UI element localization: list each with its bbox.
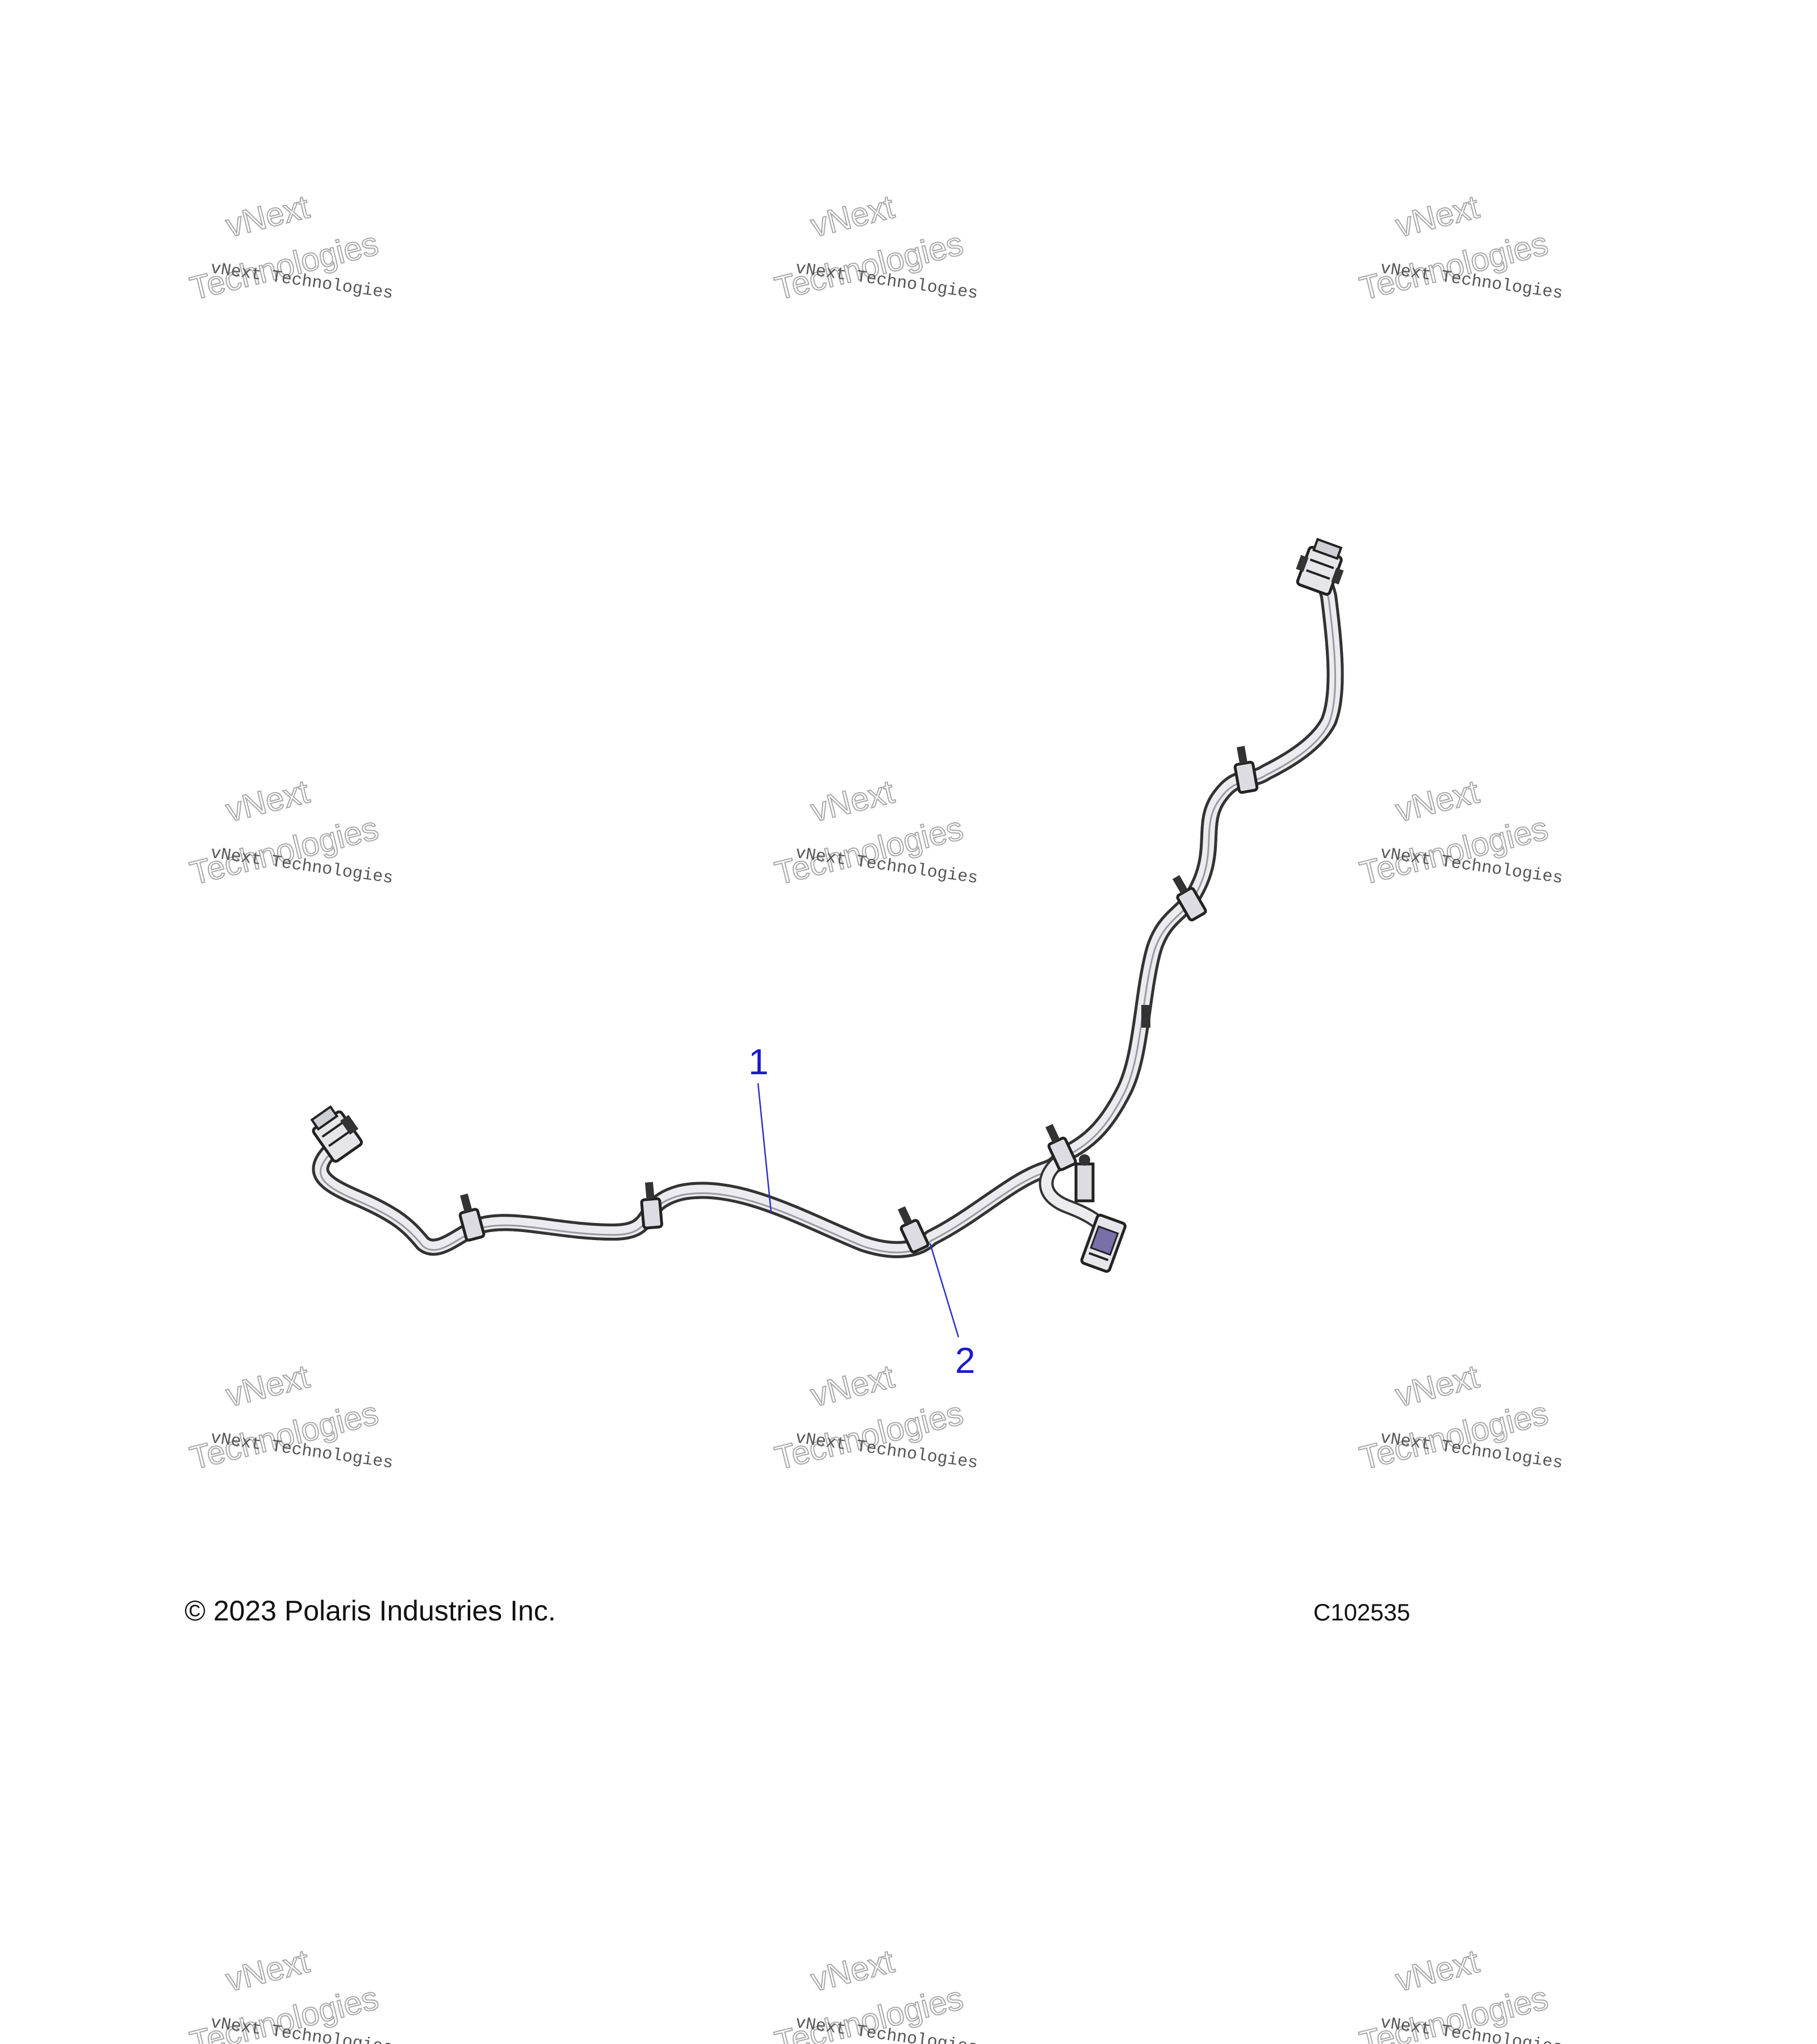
clip [1045, 1124, 1077, 1171]
wire-harness [320, 565, 1335, 1253]
clips [458, 745, 1259, 1254]
diagram-code: C102535 [1313, 1599, 1410, 1626]
clip [458, 1193, 485, 1242]
watermark [771, 1942, 980, 2044]
watermark [771, 187, 980, 308]
callout-2: 2 [955, 1340, 976, 1381]
leader-line-1 [757, 1083, 772, 1213]
inline-tab [1141, 1005, 1150, 1028]
watermark [1355, 1357, 1565, 1478]
connector-top [1296, 538, 1344, 596]
watermark [186, 772, 395, 893]
connector-right [1080, 1213, 1127, 1273]
connector-left [310, 1105, 363, 1163]
bracket-right [1074, 1154, 1095, 1203]
watermark [771, 1357, 980, 1478]
leader-lines [757, 1083, 960, 1338]
watermark [1355, 772, 1565, 893]
clip [898, 1206, 930, 1254]
watermark [186, 1357, 395, 1478]
leader-line-2 [929, 1243, 960, 1338]
clip [640, 1182, 663, 1230]
watermark [186, 1942, 395, 2044]
watermark [1355, 1942, 1565, 2044]
callout-1: 1 [748, 1041, 769, 1082]
watermark [771, 772, 980, 893]
watermark [186, 187, 395, 308]
watermark [1355, 187, 1565, 308]
watermark-layer [186, 187, 1565, 2044]
clip [1172, 875, 1207, 922]
copyright-text: © 2023 Polaris Industries Inc. [185, 1595, 556, 1627]
clip [1233, 745, 1259, 794]
